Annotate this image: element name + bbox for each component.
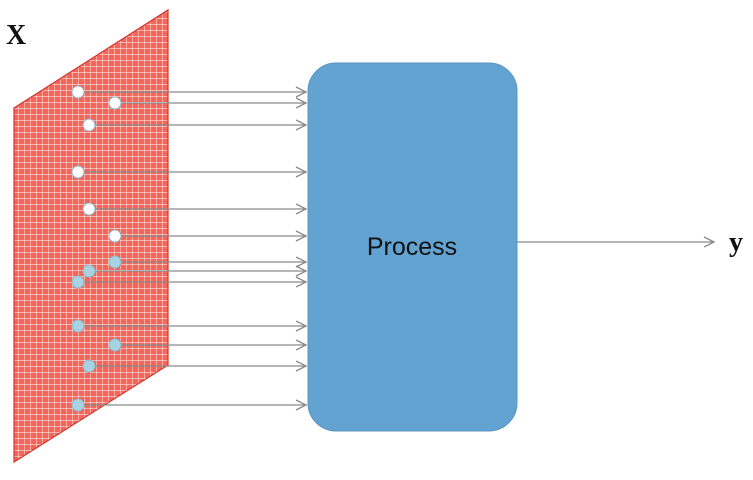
process-block [307,62,518,432]
input-feature-dot [108,96,122,110]
input-arrows [84,92,306,405]
output-label-y: y [729,227,743,258]
input-label-x: X [6,20,26,51]
input-feature-dot [82,202,96,216]
process-label: Process [367,233,457,261]
input-feature-dot [82,359,96,373]
input-feature-dot [108,255,122,269]
input-feature-dot [108,338,122,352]
input-feature-dot [71,165,85,179]
input-feature-dots [71,85,122,412]
input-feature-dot [82,118,96,132]
input-feature-dot [71,85,85,99]
input-feature-dot [71,398,85,412]
input-feature-dot [71,275,85,289]
input-feature-dot [82,264,96,278]
input-feature-grid [13,8,169,464]
input-feature-dot [71,319,85,333]
input-feature-dot [108,229,122,243]
